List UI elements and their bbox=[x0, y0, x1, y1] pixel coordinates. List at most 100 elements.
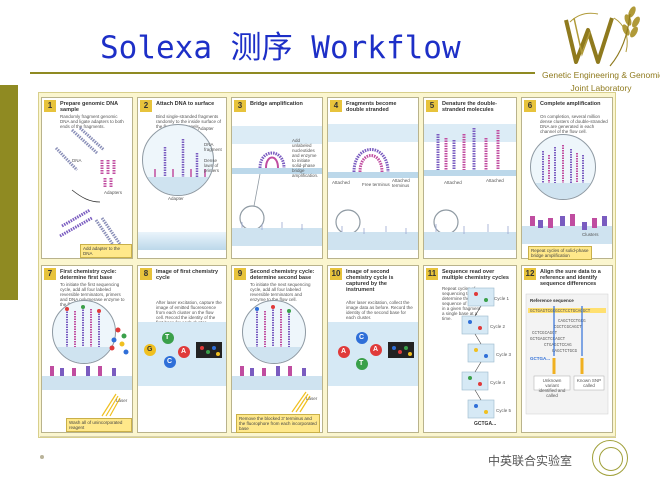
panel-4: 4 Fragments become double stranded Attac… bbox=[327, 97, 419, 259]
label-adapters: Adapters bbox=[104, 190, 123, 195]
label-known-snp: Known SNP called bbox=[576, 378, 602, 388]
label-clusters: Clusters bbox=[582, 232, 599, 237]
label-attached-2: Attached bbox=[486, 178, 504, 183]
panel-title: Image of first chemistry cycle bbox=[156, 269, 219, 281]
panel-1: 1 Prepare genomic DNA sample Randomly fr… bbox=[41, 97, 133, 259]
label-attached-terminus: Attached terminus bbox=[392, 178, 410, 188]
magnified-cycle-1 bbox=[52, 300, 116, 364]
panel-title: Denature the double-stranded molecules bbox=[442, 101, 498, 113]
panel-label: Add unlabeled nucleotides and enzyme to … bbox=[292, 138, 319, 178]
flow-cell-surface bbox=[138, 232, 226, 250]
panel-text: To initiate the next sequencing cycle, a… bbox=[250, 282, 311, 302]
label-laser: Laser bbox=[306, 396, 318, 401]
panel-number: 9 bbox=[234, 268, 246, 280]
svg-text:GCTGAGTCGCGCCTCCTGCAGGCT: GCTGAGTCGCGCCTCCTGCAGGCT bbox=[530, 310, 591, 314]
panel-number: 11 bbox=[426, 268, 438, 280]
first-cycle-image bbox=[138, 322, 226, 386]
panel-number: 4 bbox=[330, 100, 342, 112]
label-attached: Attached bbox=[332, 180, 350, 185]
panel-title: Sequence read over multiple chemistry cy… bbox=[442, 269, 509, 281]
panel-11: 11 Sequence read over multiple chemistry… bbox=[423, 265, 517, 433]
panel-title: First chemistry cycle: determine first b… bbox=[60, 269, 117, 281]
label-dna-fragment: DNA fragment bbox=[204, 142, 222, 152]
footer-bullet bbox=[40, 455, 44, 459]
panel-number: 1 bbox=[44, 100, 56, 112]
footer-rule bbox=[40, 436, 616, 437]
panel-number: 2 bbox=[140, 100, 152, 112]
svg-text:GCTGAGCTCCAGCT: GCTGAGCTCCAGCT bbox=[530, 338, 566, 342]
panel-number: 3 bbox=[234, 100, 246, 112]
label-dna: DNA bbox=[72, 158, 82, 163]
base-a-1: A bbox=[341, 348, 347, 355]
panel-callout: Add adapter to the DNA bbox=[80, 244, 132, 258]
label-reference-sequence: Reference sequence bbox=[530, 298, 574, 303]
svg-text:GAGCTCTGCG: GAGCTCTGCG bbox=[552, 350, 578, 354]
left-accent-bar bbox=[0, 0, 18, 480]
cycle-2-lawn bbox=[232, 366, 322, 413]
panel-8: 8 Image of first chemistry cycle After l… bbox=[137, 265, 227, 433]
base-t: T bbox=[165, 334, 170, 341]
denature-illustration bbox=[424, 124, 516, 250]
cycle-label-5: Cycle 5 bbox=[496, 408, 512, 413]
panel-title: Align the sure data to a reference and i… bbox=[540, 269, 601, 287]
panel-number: 10 bbox=[330, 268, 342, 280]
magnified-view bbox=[142, 124, 214, 196]
panel-title: Prepare genomic DNA sample bbox=[60, 101, 118, 113]
label-read: GCTGA... bbox=[530, 356, 550, 361]
panel-10: 10 Image of second chemistry cycle is ca… bbox=[327, 265, 419, 433]
panel-5: 5 Denature the double-stranded molecules… bbox=[423, 97, 517, 259]
title-rule bbox=[30, 72, 535, 74]
svg-text:CCTCGCAGCT: CCTCGCAGCT bbox=[532, 332, 558, 336]
base-a-2: A bbox=[373, 346, 379, 353]
label-laser: Laser bbox=[116, 398, 128, 403]
logo-text-line2: Joint Laboratory bbox=[570, 83, 632, 93]
workflow-figure: 1 Prepare genomic DNA sample Randomly fr… bbox=[38, 92, 616, 438]
svg-text:CTGAGCTCCAG: CTGAGCTCCAG bbox=[544, 344, 572, 348]
sequence-read: GCTGA... bbox=[474, 421, 497, 427]
double-strand-illustration bbox=[328, 124, 418, 250]
cycle-label-1: Cycle 1 bbox=[494, 296, 510, 301]
base-c: C bbox=[359, 334, 365, 341]
panel-9: 9 Second chemistry cycle: determine seco… bbox=[231, 265, 323, 433]
reagent-dots bbox=[42, 327, 132, 417]
magnified-clusters bbox=[530, 134, 596, 200]
svg-text:CGCTCGCAGCT: CGCTCGCAGCT bbox=[554, 326, 582, 330]
panel-title: Second chemistry cycle: determine second… bbox=[250, 269, 315, 281]
panel-text: After laser excitation, collect the imag… bbox=[346, 300, 413, 320]
label-free-terminus: Free terminus bbox=[362, 182, 390, 187]
second-cycle-image bbox=[328, 322, 418, 386]
cycle-label-4: Cycle 4 bbox=[490, 380, 506, 385]
cluster-lawn bbox=[522, 214, 612, 244]
panel-number: 12 bbox=[524, 268, 536, 280]
panel-number: 5 bbox=[426, 100, 438, 112]
base-t: T bbox=[359, 360, 364, 367]
panel-number: 7 bbox=[44, 268, 56, 280]
label-adapter-bottom: Adapter bbox=[168, 196, 184, 201]
label-attached-1: Attached bbox=[444, 180, 462, 185]
panel-6: 6 Complete amplification On completion, … bbox=[521, 97, 613, 260]
panel-title: Image of second chemistry cycle is captu… bbox=[346, 269, 394, 293]
panel-title: Complete amplification bbox=[540, 101, 601, 107]
lab-seal-inner bbox=[599, 447, 623, 471]
label-unknown-variant: Unknown variant identified and called bbox=[538, 378, 566, 398]
slide-title: Solexa 测序 Workflow bbox=[100, 30, 461, 66]
cycle-label-2: Cycle 2 bbox=[490, 324, 506, 329]
footer-lab-name: 中英联合实验室 bbox=[488, 454, 573, 468]
panel-callout: Wash all of unincorporated reagent bbox=[66, 418, 132, 432]
alignment-illustration: GCTGAGTCGCGCCTCCTGCAGGCT CAGCTCCTGCG CGC… bbox=[525, 293, 609, 415]
cycle-label-3: Cycle 3 bbox=[496, 352, 512, 357]
panel-text: Repeat cycles of sequencing to determine… bbox=[442, 286, 481, 321]
magnified-cycle-2 bbox=[242, 300, 306, 364]
panel-title: Bridge amplification bbox=[250, 101, 303, 107]
panel-text: On completion, several million dense clu… bbox=[540, 114, 608, 134]
base-a: A bbox=[181, 348, 187, 355]
logo-emblem bbox=[564, 6, 640, 67]
panel-text: Randomly fragment genomic DNA and ligate… bbox=[60, 114, 124, 129]
panel-12: 12 Align the sure data to a reference an… bbox=[521, 265, 613, 433]
svg-text:CAGCTCCTGCG: CAGCTCCTGCG bbox=[558, 320, 586, 324]
panel-number: 6 bbox=[524, 100, 536, 112]
panel-3: 3 Bridge amplification Add unlabeled nuc… bbox=[231, 97, 323, 259]
cycle-stack bbox=[461, 287, 495, 419]
panel-callout: Repeat cycles of solid-phase bridge ampl… bbox=[528, 246, 592, 260]
base-c: C bbox=[167, 358, 173, 365]
